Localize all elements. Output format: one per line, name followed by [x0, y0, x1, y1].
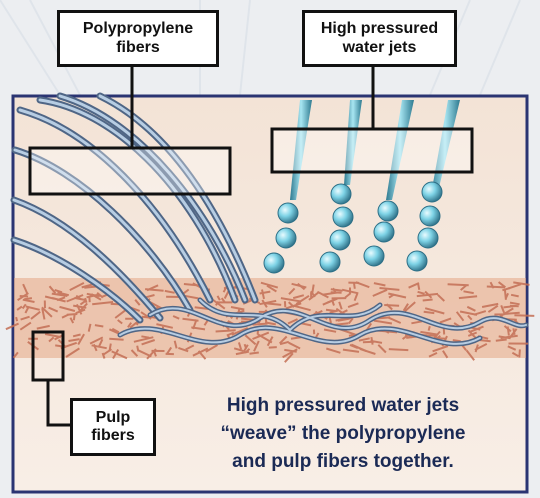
water-jets-label-line2: water jets [343, 39, 417, 57]
pulp-fiber-strand [16, 317, 17, 321]
pulp-fiber-strand [448, 284, 469, 285]
polypropylene-label: Polypropylene fibers [57, 10, 219, 67]
polypropylene-label-line1: Polypropylene [83, 20, 193, 38]
pulp-fiber-strand [424, 312, 435, 313]
pulp-fiber-strand [354, 282, 355, 289]
caption-line-1: High pressured water jets [178, 392, 508, 420]
pulp-fiber-strand [487, 287, 505, 288]
pulp-fiber-strand [508, 327, 509, 336]
pulp-fiber-strand [95, 325, 103, 326]
pulp-label-line2: fibers [91, 427, 135, 445]
pulp-fiber-strand [453, 340, 461, 341]
pulp-fiber-strand [389, 349, 409, 350]
water-jets-label-line1: High pressured [321, 20, 438, 38]
pulp-fiber-strand [423, 300, 433, 301]
pulp-fiber-strand [513, 328, 514, 335]
pulp-fiber-strand [504, 313, 520, 314]
pulp-label: Pulp fibers [70, 398, 156, 456]
polypropylene-callout-rect [30, 148, 230, 194]
caption-line-3: and pulp fibers together. [178, 448, 508, 476]
pulp-fiber-strand [519, 349, 520, 357]
pulp-fiber-strand [216, 330, 236, 331]
diagram-caption: High pressured water jets “weave” the po… [178, 392, 508, 476]
water-jets-label: High pressured water jets [302, 10, 457, 67]
pulp-fiber-strand [141, 336, 149, 337]
pulp-fiber-strand [250, 353, 259, 354]
pulp-fiber-strand [514, 315, 534, 316]
pulp-fiber-strand [269, 347, 277, 348]
pulp-fiber-strand [20, 296, 28, 297]
pulp-fiber-strand [74, 314, 75, 321]
pulp-fiber-strand [109, 339, 123, 340]
pulp-fiber-strand [510, 306, 519, 307]
pulp-fiber-strand [429, 326, 430, 330]
water-jets-callout-rect [272, 129, 472, 172]
pulp-label-line1: Pulp [96, 409, 131, 427]
pulp-fiber-strand [496, 340, 507, 341]
pulp-fiber-strand [24, 298, 32, 299]
pulp-fiber-strand [418, 284, 419, 290]
polypropylene-label-line2: fibers [116, 39, 160, 57]
caption-line-2: “weave” the polypropylene [178, 420, 508, 448]
